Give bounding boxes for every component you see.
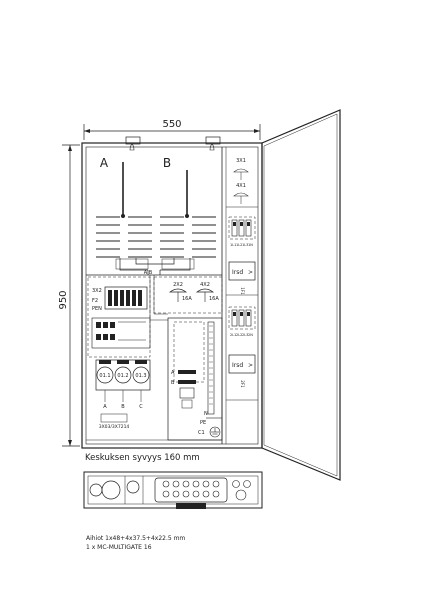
svg-text:>: > [248, 362, 253, 369]
svg-text:>: > [248, 269, 253, 276]
irsd-1-label: Irsd [232, 269, 243, 276]
right-block2-label-4: 2N [248, 333, 253, 337]
meter-2-label: 01.2 [117, 373, 128, 379]
left-label-1: 3X2 [92, 288, 102, 294]
right-block1-label-3: 1L3 [242, 243, 248, 247]
right-breaker-1 [228, 216, 256, 240]
height-dimension: 950 [58, 144, 80, 447]
left-label-2: F2 [92, 298, 98, 304]
meter-3-label: 01.3 [135, 373, 146, 379]
right-fuse-4x1: 4X1 [236, 183, 246, 189]
section-a-label: A [100, 156, 109, 170]
gland-note-1: Aihiot 1x48+4x37.5+4x22.5 mm [86, 535, 185, 542]
irsd-1-box [228, 261, 256, 281]
rating-1-label: 16A [182, 296, 192, 302]
irsd-2-box [228, 354, 256, 374]
left-label-3: PEN [92, 306, 102, 312]
meter-group: 01.1 01.2 01.3 A B C [95, 359, 151, 410]
height-dimension-label: 950 [58, 290, 69, 309]
width-dimension: 550 [83, 119, 261, 140]
right-block1-label-2: 1L2 [236, 243, 242, 247]
gland-plate [83, 471, 263, 509]
meter-sub-1: A [103, 404, 107, 410]
right-block2-label-1: 2L1 [230, 333, 236, 337]
center-row-b: B [171, 380, 175, 386]
fuse-4x2-label: 4X2 [200, 282, 210, 288]
right-small-1: 1F1 [240, 287, 245, 295]
depth-note: Keskuksen syvyys 160 mm [85, 453, 200, 463]
left-bottom-label: 3X03/3X7214 [99, 424, 130, 430]
irsd-2-label: Irsd [232, 362, 243, 369]
vent-slots-right [160, 216, 216, 258]
meter-1-label: 01.1 [99, 373, 110, 379]
right-block2-label-3: 2L3 [242, 333, 248, 337]
terminal-ab-label: A B [144, 270, 153, 276]
n-label: N [204, 411, 208, 417]
meter-sub-3: C [139, 404, 143, 410]
left-terminal-block [104, 286, 148, 310]
ground-label: C1 [198, 430, 205, 436]
left-terminal-block-2 [91, 317, 151, 349]
open-door [261, 109, 341, 481]
right-block1-label-1: 1L1 [230, 243, 236, 247]
ground-icon [209, 426, 221, 438]
right-small-2: 2F1 [240, 380, 245, 388]
rating-2-label: 16A [209, 296, 219, 302]
right-breaker-2 [228, 306, 256, 330]
right-block2-label-2: 2L2 [236, 333, 242, 337]
lifting-lug-left [125, 136, 141, 145]
gland-note-2: 1 x MC-MULTIGATE 16 [86, 544, 152, 551]
center-fuses: 2X2 4X2 16A 16A [153, 276, 223, 314]
section-b-label: B [163, 156, 171, 170]
fuse-2x2-label: 2X2 [173, 282, 183, 288]
pe-label: PE [200, 420, 206, 426]
lifting-lug-right [205, 136, 221, 145]
right-fuse-3x1: 3X1 [236, 158, 246, 164]
width-dimension-label: 550 [162, 119, 181, 130]
meter-sub-2: B [121, 404, 125, 410]
vent-slots-left [96, 216, 152, 258]
center-row-a: A [171, 370, 175, 376]
right-block1-label-4: 1N [248, 243, 253, 247]
